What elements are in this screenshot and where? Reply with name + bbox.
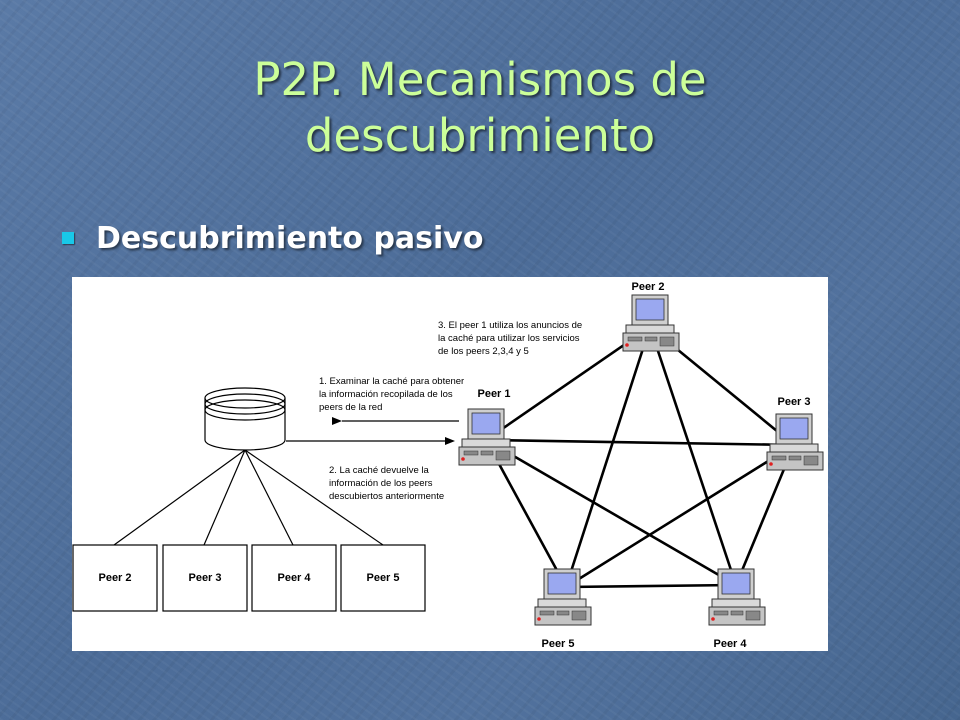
cached-peer-label-4: Peer 4 [277, 572, 311, 584]
slide-title: P2P. Mecanismos de descubrimiento [150, 52, 810, 164]
peer-1-computer-icon [458, 408, 516, 466]
step-3-line-3: de los peers 2,3,4 y 5 [438, 346, 529, 357]
network-diagram: Peer 2 Peer 3 Peer 4 Peer 5 [72, 281, 824, 650]
slide-title-line-1: P2P. Mecanismos de [253, 53, 707, 106]
peer-3-computer-icon [766, 413, 824, 471]
step-2-note: 2. La caché devuelve la información de l… [329, 465, 444, 502]
cached-peer-label-3: Peer 3 [188, 572, 221, 584]
cached-peer-box-4: Peer 4 [251, 544, 337, 612]
network-links [484, 325, 796, 589]
cached-peer-label-5: Peer 5 [366, 572, 399, 584]
slide-title-line-2: descubrimiento [304, 109, 656, 162]
step-1-line-3: peers de la red [319, 402, 382, 413]
step-2-line-2: información de los peers [329, 478, 433, 489]
step-1-line-2: la información recopilada de los [319, 389, 453, 400]
peer-4-label: Peer 4 [713, 638, 747, 650]
cached-peer-box-2: Peer 2 [72, 544, 158, 612]
step-1-note: 1. Examinar la caché para obtener la inf… [319, 376, 467, 413]
peer-3-label: Peer 3 [777, 396, 810, 408]
bullet-square-icon [62, 232, 74, 244]
cached-peer-box-5: Peer 5 [340, 544, 426, 612]
step-2-line-3: descubiertos anteriormente [329, 491, 444, 502]
cache-tree-lines [113, 449, 384, 546]
step-3-line-2: la caché para utilizar los servicios [438, 333, 580, 344]
arrow-cache-response [286, 437, 455, 445]
step-1-line-1: 1. Examinar la caché para obtener [319, 376, 464, 387]
cached-peer-label-2: Peer 2 [98, 572, 131, 584]
step-2-line-1: 2. La caché devuelve la [329, 465, 430, 476]
peer-2-label: Peer 2 [631, 281, 664, 293]
cache-database-icon [204, 387, 286, 451]
peer-1-label: Peer 1 [477, 388, 510, 400]
peer-2-computer-icon [622, 294, 680, 352]
bullet-text: Descubrimiento pasivo [96, 220, 484, 256]
peer-4-computer-icon [708, 568, 766, 626]
step-3-line-1: 3. El peer 1 utiliza los anuncios de [438, 320, 582, 331]
peer-5-label: Peer 5 [541, 638, 574, 650]
diagram-panel: Peer 2 Peer 3 Peer 4 Peer 5 [72, 277, 828, 651]
cached-peer-box-3: Peer 3 [162, 544, 248, 612]
bullet-item: Descubrimiento pasivo [62, 218, 483, 258]
step-3-note: 3. El peer 1 utiliza los anuncios de la … [438, 320, 585, 357]
